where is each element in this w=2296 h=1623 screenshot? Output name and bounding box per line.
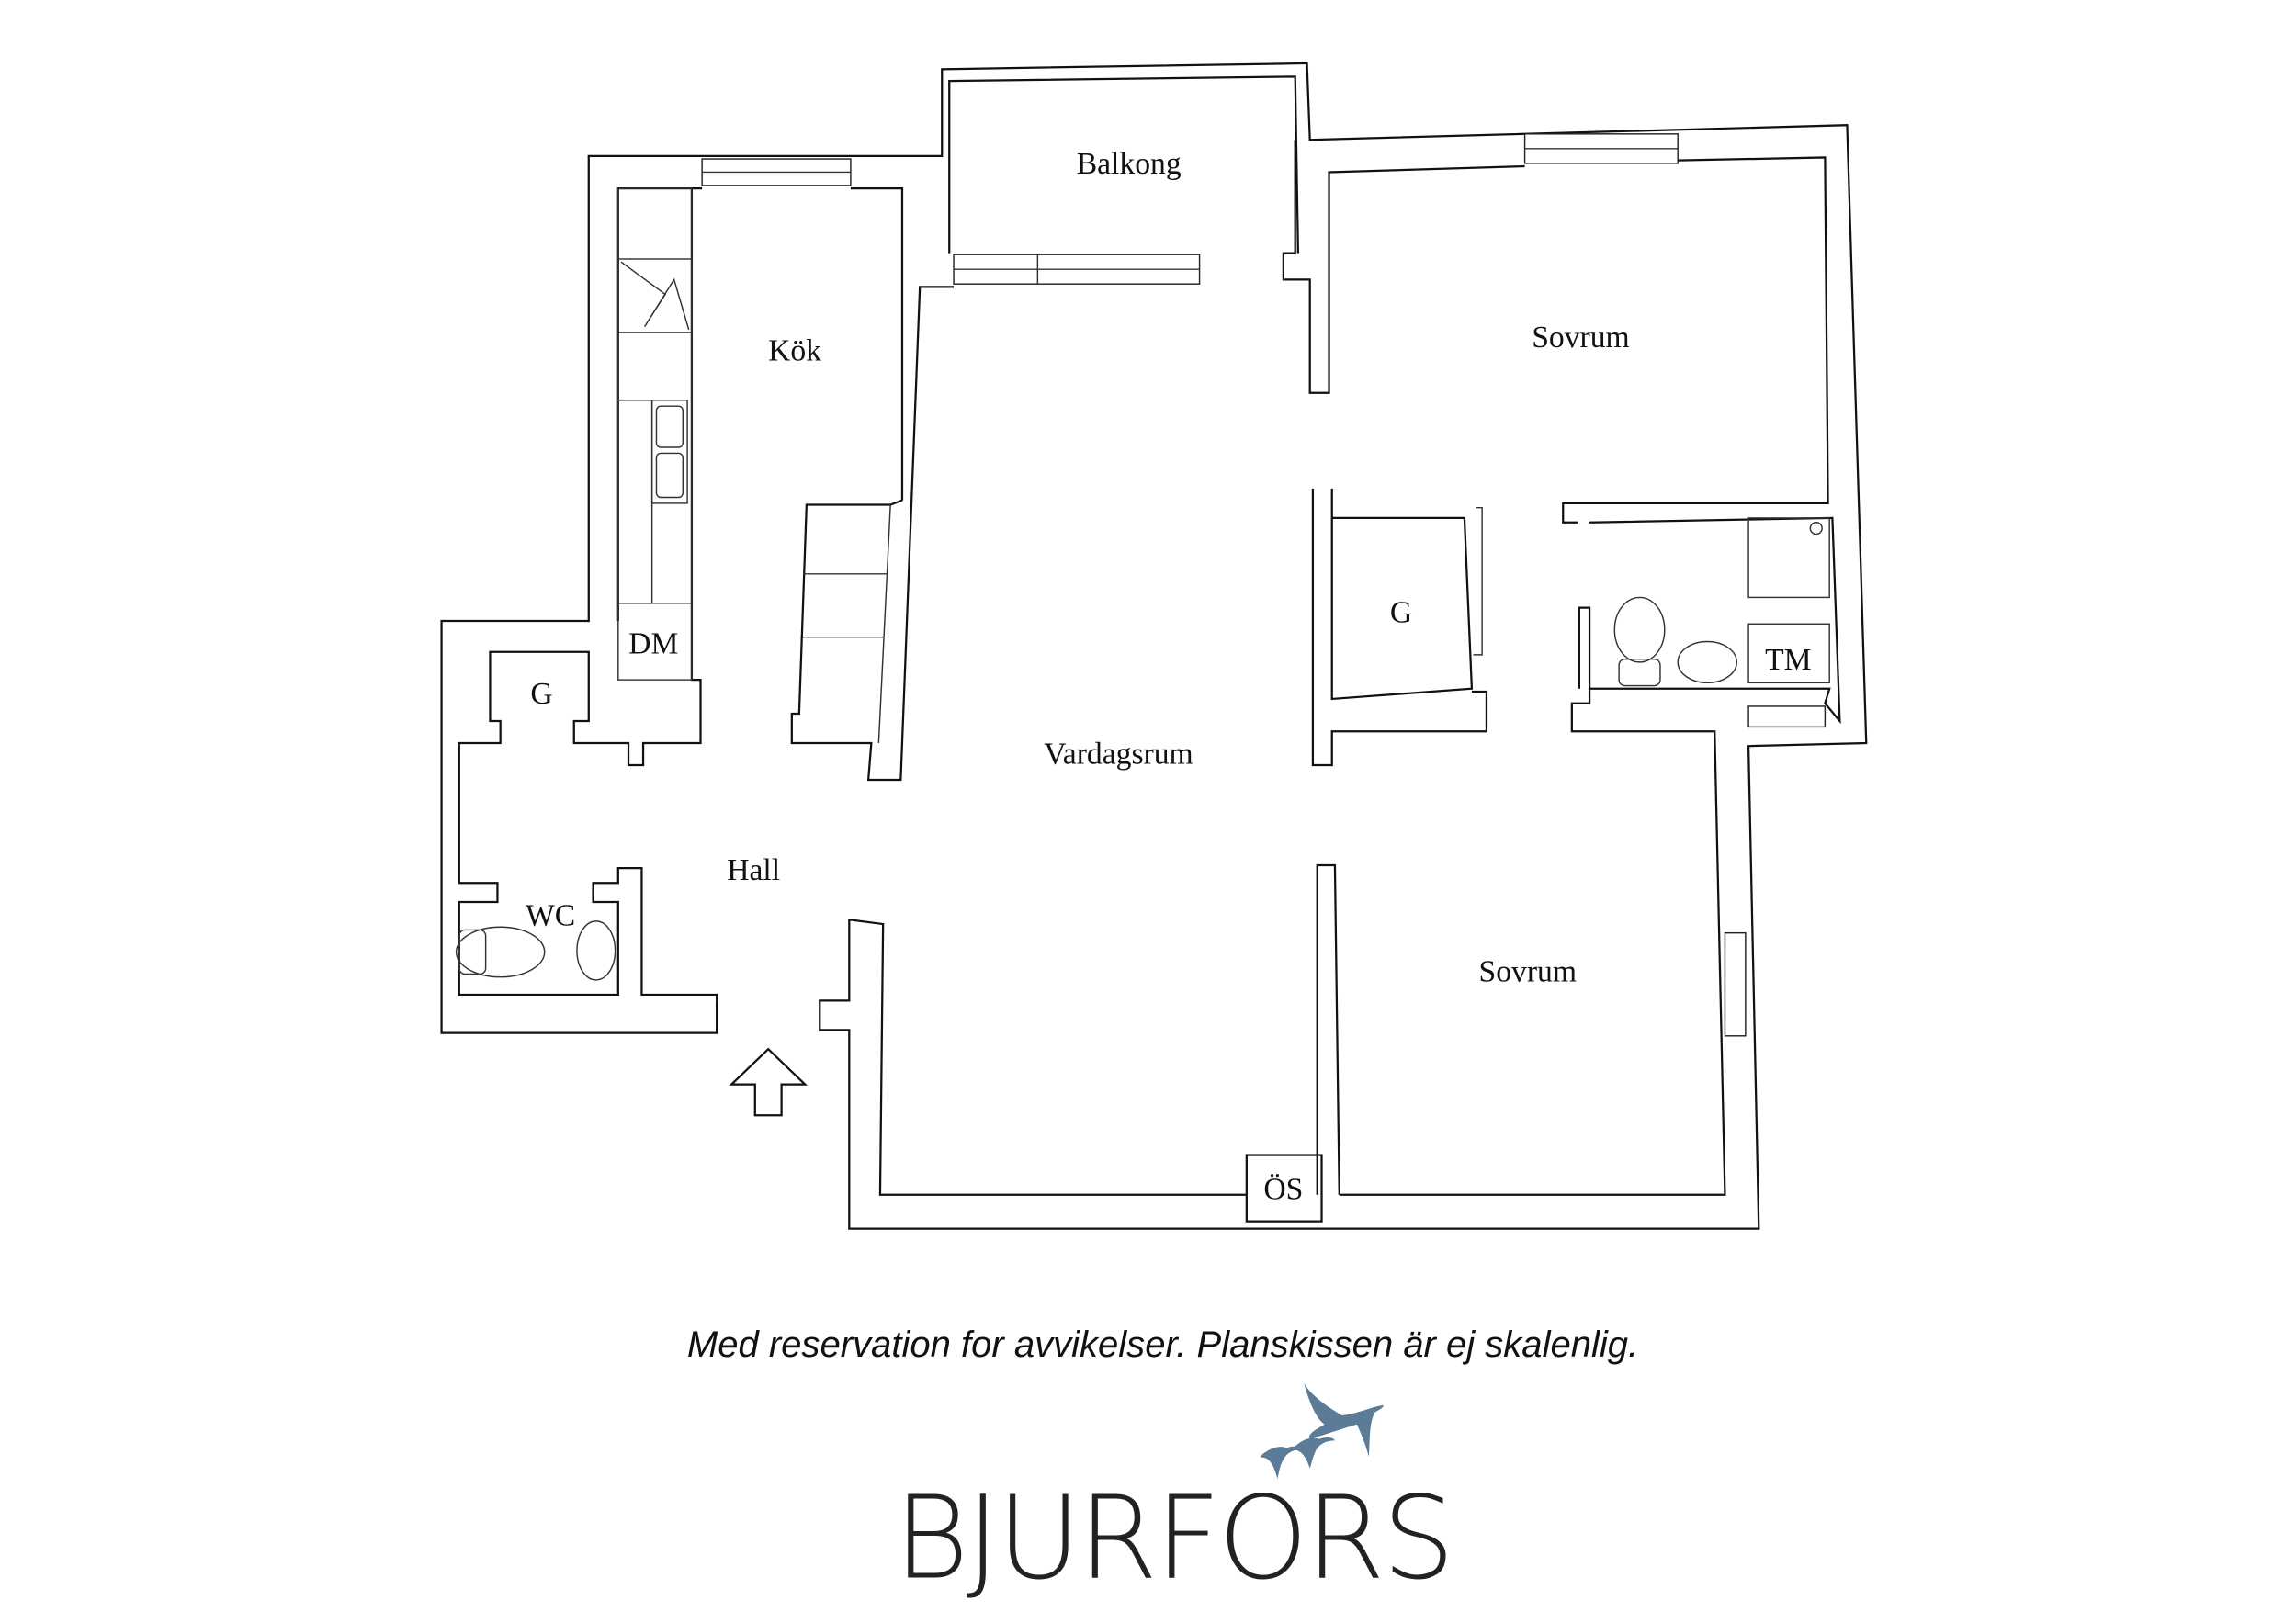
kitchen-counter <box>617 187 693 681</box>
sink-icon <box>1677 640 1737 684</box>
stove-icon <box>617 258 693 333</box>
window <box>1747 705 1827 728</box>
room-label-os: ÖS <box>1263 1173 1303 1207</box>
toilet-icon <box>1613 596 1666 663</box>
bathroom-wall <box>1589 516 1841 725</box>
room-label-balkong: Balkong <box>1077 147 1182 181</box>
room-label-vardagsrum: Vardagsrum <box>1044 737 1193 771</box>
closet-wall <box>1311 488 1488 767</box>
entrance-arrow-icon <box>729 1047 809 1117</box>
window <box>1724 931 1747 1037</box>
exterior-wall-inner <box>1339 606 1726 1196</box>
cabinet <box>790 286 955 782</box>
exterior-wall <box>440 62 1868 1230</box>
logo-birds-icon <box>1260 1382 1384 1479</box>
sink-icon <box>576 920 616 981</box>
balcony-wall <box>948 75 1300 254</box>
shower-icon <box>1747 517 1830 599</box>
kitchen-wall <box>458 188 718 1001</box>
logo-wordmark: BJURFORS <box>894 1471 1453 1605</box>
kitchen-wall <box>616 186 703 622</box>
sink-icon <box>650 400 688 504</box>
bedroom-wall <box>1316 863 1340 1195</box>
room-label-kok: Kök <box>768 334 821 368</box>
room-label-hall: Hall <box>727 853 780 887</box>
room-label-wc: WC <box>526 899 575 933</box>
room-label-tm: TM <box>1765 643 1811 677</box>
room-label-sovrum-1: Sovrum <box>1532 321 1629 355</box>
os-box <box>1245 1154 1323 1223</box>
room-label-g-center: G <box>1390 596 1412 630</box>
disclaimer-caption: Med reservation for avvikelser. Planskis… <box>687 1324 1638 1365</box>
room-label-g-hall: G <box>530 677 552 711</box>
room-label-sovrum-2: Sovrum <box>1479 955 1577 989</box>
room-label-dm: DM <box>628 626 678 660</box>
kitchen-wall <box>850 186 904 501</box>
toilet-icon <box>455 926 546 978</box>
bedroom-wall <box>1282 140 1525 394</box>
